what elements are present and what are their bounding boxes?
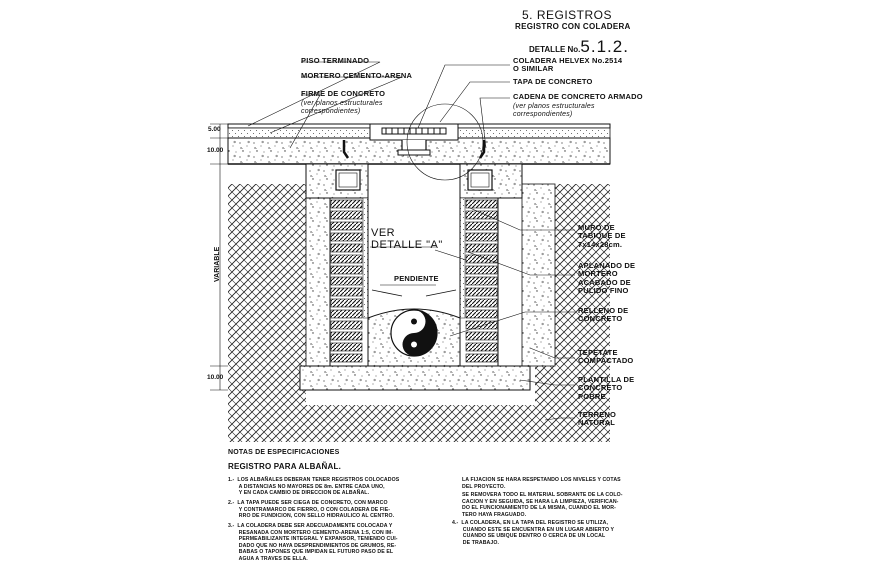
brick-course [465,199,498,209]
label-aplanado: APLANADO DE MORTERO ACABADO DE PULIDO FI… [578,261,636,295]
label-cadena: CADENA DE CONCRETO ARMADO [513,92,643,101]
brick-course [330,276,363,286]
label-relleno: RELLENO DE CONCRETO [578,306,629,324]
brick-course [330,309,363,319]
label-mortero: MORTERO CEMENTO-ARENA [301,71,413,80]
brick-course [465,353,498,363]
brick-course [330,243,363,253]
note-3-cleanup: SE REMOVERA TODO EL MATERIAL SOBRANTE DE… [462,492,623,518]
brick-course [465,232,498,242]
dim-10-top: 10.00 [207,147,224,154]
brick-course [465,210,498,220]
label-tepetate: TEPETATE COMPACTADO [578,348,634,366]
brick-course [330,221,363,231]
brick-course [465,265,498,275]
note-1: 1.- LOS ALBAÑALES DEBERAN TENER REGISTRO… [228,477,400,496]
label-tapa: TAPA DE CONCRETO [513,77,593,86]
brick-course [330,199,363,209]
brick-course [465,309,498,319]
brick-course [330,320,363,330]
brick-course [330,287,363,297]
dim-5: 5.00 [208,126,221,133]
label-pendiente: PENDIENTE [394,274,439,283]
brick-course [465,254,498,264]
label-muro: MURO DE TABIQUE DE 7x14x28cm. [578,223,626,249]
brick-course [465,298,498,308]
section-title: 5. REGISTROS [522,8,613,22]
label-piso-terminado: PISO TERMINADO [301,56,370,65]
brick-course [330,342,363,352]
label-firme: FIRME DE CONCRETO [301,89,386,98]
brick-course [330,353,363,363]
label-ver-detalle: VER DETALLE "A" [371,227,443,251]
brick-course [465,320,498,330]
brick-course [465,287,498,297]
brick-course [330,254,363,264]
brick-course [330,298,363,308]
label-coladera: COLADERA HELVEX No.2514 O SIMILAR [513,56,623,74]
label-firme-note: (ver planos estructurales correspondient… [301,100,383,115]
note-2: 2.- LA TAPA PUEDE SER CIEGA DE CONCRETO,… [228,500,395,519]
note-4: 4.- LA COLADERA, EN LA TAPA DEL REGISTRO… [452,520,615,546]
brick-course [465,221,498,231]
label-cadena-note: (ver planos estructurales correspondient… [513,103,595,118]
drawing-subtitle: REGISTRO CON COLADERA [515,22,631,31]
brick-course [330,265,363,275]
dim-10-bottom: 10.00 [207,374,224,381]
brick-course [465,331,498,341]
note-3: 3.- LA COLADERA DEBE SER ADECUADAMENTE C… [228,523,398,562]
brick-course [330,331,363,341]
brick-course [465,243,498,253]
brick-course [465,276,498,286]
detail-number: 5.1.2. [580,37,629,56]
brick-course [330,232,363,242]
brick-course [465,342,498,352]
notes-subtitle: REGISTRO PARA ALBAÑAL. [228,462,341,471]
label-plantilla: PLANTILLA DE CONCRETO POBRE [578,375,635,401]
notes-title: NOTAS DE ESPECIFICACIONES [228,449,340,456]
detail-label: DETALLE No.5.1.2. [529,38,629,55]
dim-variable: VARIABLE [214,246,221,282]
detail-prefix: DETALLE No. [529,45,581,54]
note-3-continued: LA FIJACION SE HARA RESPETANDO LOS NIVEL… [462,477,621,490]
label-terreno: TERRENO NATURAL [578,410,617,428]
brick-course [330,210,363,220]
